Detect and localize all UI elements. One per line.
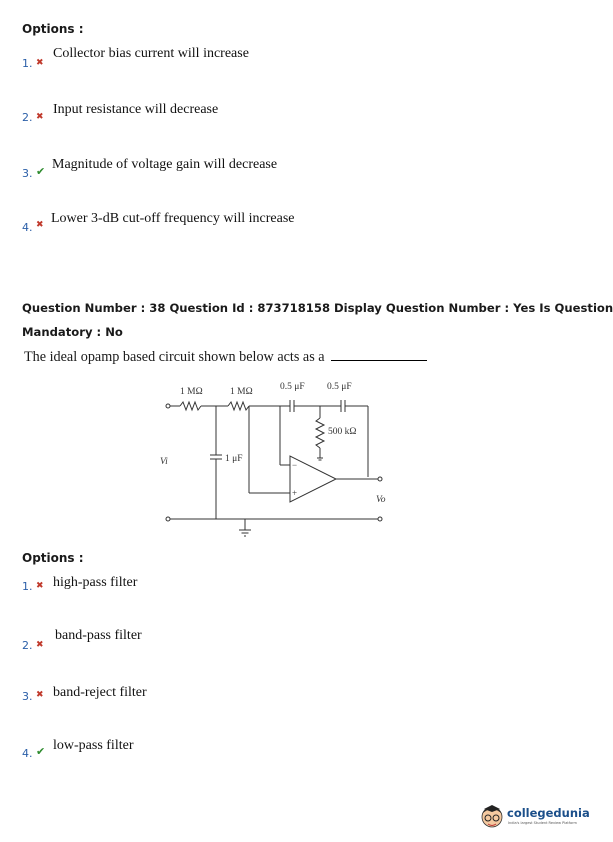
resistor-r1 (179, 400, 202, 412)
output-terminal-bottom (377, 516, 383, 522)
option-text: Magnitude of voltage gain will decrease (52, 157, 278, 172)
option-text: Input resistance will decrease (53, 102, 219, 117)
input-terminal-bottom (165, 516, 171, 522)
option-number: 3. (22, 690, 33, 703)
option-number: 2. (22, 639, 33, 652)
check-icon: ✔ (36, 745, 46, 758)
question-meta-line-2: Mandatory : No (22, 325, 123, 339)
label-vi: Vi (160, 457, 168, 467)
label-r1: 1 MΩ (180, 387, 203, 397)
mascot-icon (481, 805, 503, 828)
option-number: 1. (22, 580, 33, 593)
label-c1: 0.5 μF (280, 382, 305, 392)
question-meta-line-1: Question Number : 38 Question Id : 87371… (22, 301, 613, 315)
opamp-triangle (289, 455, 338, 503)
label-c3: 1 μF (225, 454, 243, 464)
wrong-cross-icon: ✖ (36, 581, 44, 591)
question-text-body: The ideal opamp based circuit shown belo… (24, 349, 325, 365)
option-text: low-pass filter (53, 738, 134, 753)
label-r2: 1 MΩ (230, 387, 253, 397)
label-plus: + (292, 488, 297, 498)
resistor-r2 (227, 400, 250, 412)
input-terminal-top (165, 403, 171, 409)
option-text: band-reject filter (53, 685, 147, 700)
label-minus: − (292, 460, 297, 470)
option-number: 3. (22, 167, 33, 180)
option-text: band-pass filter (55, 628, 142, 643)
options-heading-2: Options : (22, 551, 84, 565)
option-number: 4. (22, 221, 33, 234)
label-c2: 0.5 μF (327, 382, 352, 392)
question-text: The ideal opamp based circuit shown belo… (24, 349, 427, 366)
option-number: 4. (22, 747, 33, 760)
output-terminal-top (377, 476, 383, 482)
option-number: 2. (22, 111, 33, 124)
answer-blank (330, 360, 427, 361)
option-text: Lower 3-dB cut-off frequency will increa… (51, 211, 295, 226)
check-icon: ✔ (36, 165, 46, 178)
logo-name: collegedunia (507, 806, 590, 820)
options-heading-1: Options : (22, 22, 84, 36)
resistor-r3 (314, 417, 326, 449)
option-text: high-pass filter (53, 575, 138, 590)
wrong-cross-icon: ✖ (36, 640, 44, 650)
logo-tagline: India's largest Student Review Platform (508, 821, 577, 825)
option-text: Collector bias current will increase (53, 46, 249, 61)
wrong-cross-icon: ✖ (36, 690, 44, 700)
label-vo: Vo (376, 495, 386, 505)
circuit-diagram: 1 MΩ 1 MΩ 0.5 μF 0.5 μF 500 kΩ 1 μF Vi V… (160, 382, 386, 537)
wrong-cross-icon: ✖ (36, 220, 44, 230)
collegedunia-logo: collegedunia India's largest Student Rev… (478, 802, 590, 832)
wrong-cross-icon: ✖ (36, 58, 44, 68)
label-r3: 500 kΩ (328, 427, 356, 437)
wrong-cross-icon: ✖ (36, 112, 44, 122)
option-number: 1. (22, 57, 33, 70)
